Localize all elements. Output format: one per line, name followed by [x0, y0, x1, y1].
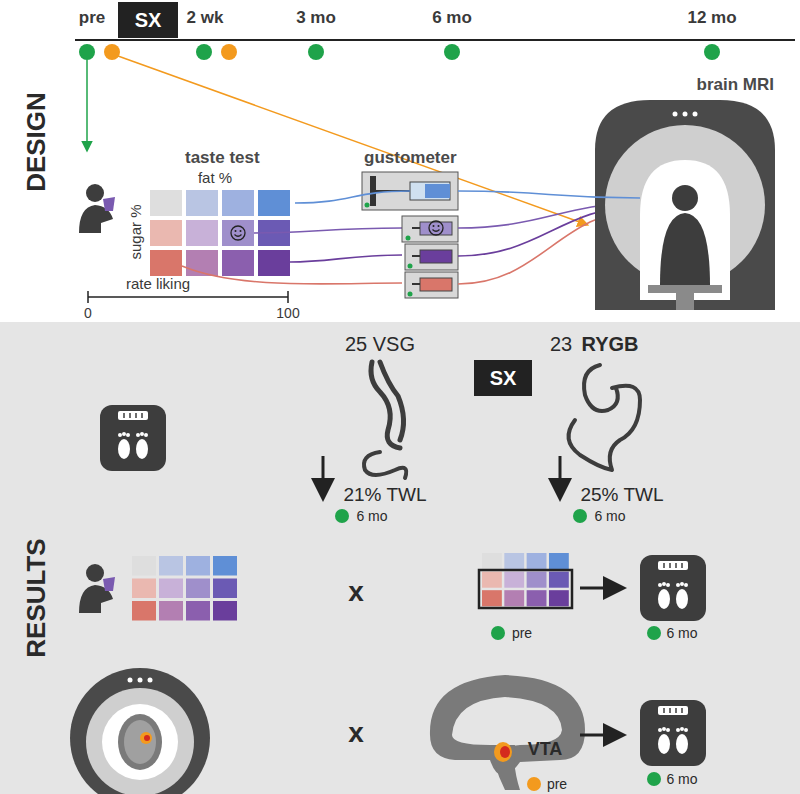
connector — [458, 191, 640, 198]
text-label: RYGB — [581, 333, 638, 355]
text-label: fat % — [198, 170, 232, 187]
panel-box: taste test — [145, 146, 295, 280]
node-label: SX — [135, 9, 162, 31]
text-label: x — [348, 718, 364, 749]
connector — [295, 191, 410, 203]
text-label: RESULTS — [22, 538, 51, 657]
node-label: gustometer — [360, 146, 460, 168]
surgery-box: SX — [474, 360, 532, 396]
text-label: 25% TWL — [580, 485, 663, 506]
surgery-box: SX — [118, 2, 178, 38]
text-label: 3 mo — [296, 9, 336, 28]
text-label: pre — [547, 777, 567, 792]
text-label: 25 VSG — [345, 333, 415, 355]
text-label: 23 — [550, 333, 572, 355]
text-label: pre — [512, 626, 532, 641]
text-label: DESIGN — [22, 92, 51, 192]
panel-box: gustometer — [360, 146, 460, 300]
text-label: VTA — [528, 740, 563, 760]
node-label: SX — [490, 367, 517, 389]
text-label: 6 mo — [594, 509, 625, 524]
text-label: 100 — [276, 306, 299, 321]
node-label: taste test — [145, 146, 295, 168]
text-label: 6 mo — [666, 626, 697, 641]
node-label: brain MRI — [590, 76, 780, 95]
text-label: 2 wk — [187, 9, 224, 28]
text-label: pre — [79, 9, 105, 28]
text-label: 6 mo — [356, 509, 387, 524]
text-label: sugar % — [128, 204, 145, 259]
text-label: 6 mo — [666, 772, 697, 787]
text-label: x — [348, 577, 364, 608]
text-label: 21% TWL — [343, 485, 426, 506]
panel-box: brain MRI — [590, 76, 780, 312]
text-label: 12 mo — [687, 9, 736, 28]
text-label: 6 mo — [432, 9, 472, 28]
text-label: 0 — [84, 306, 92, 321]
text-label: rate liking — [126, 276, 190, 293]
